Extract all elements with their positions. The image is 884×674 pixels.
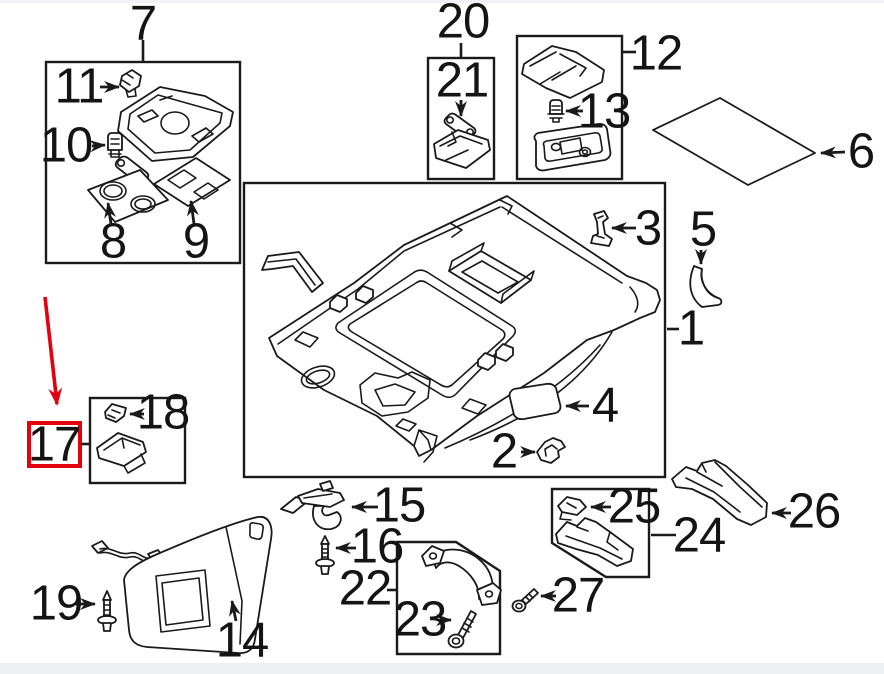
top-strip	[0, 0, 884, 3]
overhead-console-group-box	[44, 40, 242, 265]
callout-13[interactable]: 13	[577, 84, 632, 139]
callout-17[interactable]: 17	[27, 417, 82, 472]
callout-20[interactable]: 20	[436, 0, 491, 49]
callout-16[interactable]: 16	[350, 519, 405, 574]
callout-10[interactable]: 10	[39, 118, 94, 173]
pad-4	[508, 382, 562, 421]
screw-16	[315, 535, 335, 575]
bolt-23	[447, 610, 477, 649]
rear-bracket-group-box	[550, 487, 651, 579]
callout-19[interactable]: 19	[29, 576, 84, 631]
callout-2[interactable]: 2	[490, 424, 518, 479]
callout-24[interactable]: 24	[672, 508, 727, 563]
clip-18	[104, 403, 127, 423]
visor-clip-group-box	[88, 396, 187, 485]
bracket-26	[671, 459, 768, 526]
callout-14[interactable]: 14	[215, 613, 270, 668]
screw-27	[511, 588, 539, 613]
dome-lamp-housing-12	[521, 45, 605, 99]
callout-23[interactable]: 23	[393, 592, 448, 647]
callout-27[interactable]: 27	[551, 568, 606, 623]
headliner	[261, 195, 661, 463]
grab-handle-group-box	[395, 540, 502, 656]
callout-26[interactable]: 26	[787, 484, 842, 539]
lamp-housing-20	[433, 129, 491, 169]
bottom-strip	[0, 663, 884, 674]
clip-3	[590, 210, 613, 247]
bulb-10	[107, 132, 123, 158]
callout-7[interactable]: 7	[129, 0, 157, 51]
clip-17	[96, 432, 147, 474]
dome-lamp-lens-12	[533, 122, 612, 172]
bulb-11	[119, 69, 142, 98]
callout-21[interactable]: 21	[435, 53, 490, 108]
callout-22[interactable]: 22	[338, 561, 393, 616]
callout-25[interactable]: 25	[607, 479, 662, 534]
callout-1[interactable]: 1	[677, 301, 705, 356]
lamp-lens-9	[153, 157, 231, 207]
insulation-sheet-6	[652, 97, 816, 186]
grab-handle-22	[421, 545, 502, 606]
bulb-13	[547, 99, 565, 123]
screw-19	[97, 590, 117, 632]
foam-pad-5	[689, 265, 723, 308]
callout-8[interactable]: 8	[99, 214, 127, 269]
callout-5[interactable]: 5	[689, 202, 717, 257]
selected-callout-box	[27, 421, 82, 468]
callout-15[interactable]: 15	[372, 478, 427, 533]
bracket-24	[555, 517, 634, 567]
callout-4[interactable]: 4	[591, 378, 619, 433]
callout-18[interactable]: 18	[136, 385, 191, 440]
callout-11[interactable]: 11	[54, 59, 105, 114]
clip-25	[557, 496, 587, 521]
selection-highlight	[27, 296, 90, 468]
headliner-group-box	[242, 181, 667, 479]
visor-bracket-15	[280, 480, 345, 531]
clip-2	[536, 437, 566, 464]
callout-12[interactable]: 12	[629, 26, 684, 81]
overhead-console-lamp	[117, 86, 234, 162]
callout-9[interactable]: 9	[182, 214, 210, 269]
callout-3[interactable]: 3	[634, 201, 662, 256]
callout-arrows	[75, 50, 846, 626]
callout-6[interactable]: 6	[847, 124, 875, 179]
lamp-group-box-20	[426, 43, 496, 181]
